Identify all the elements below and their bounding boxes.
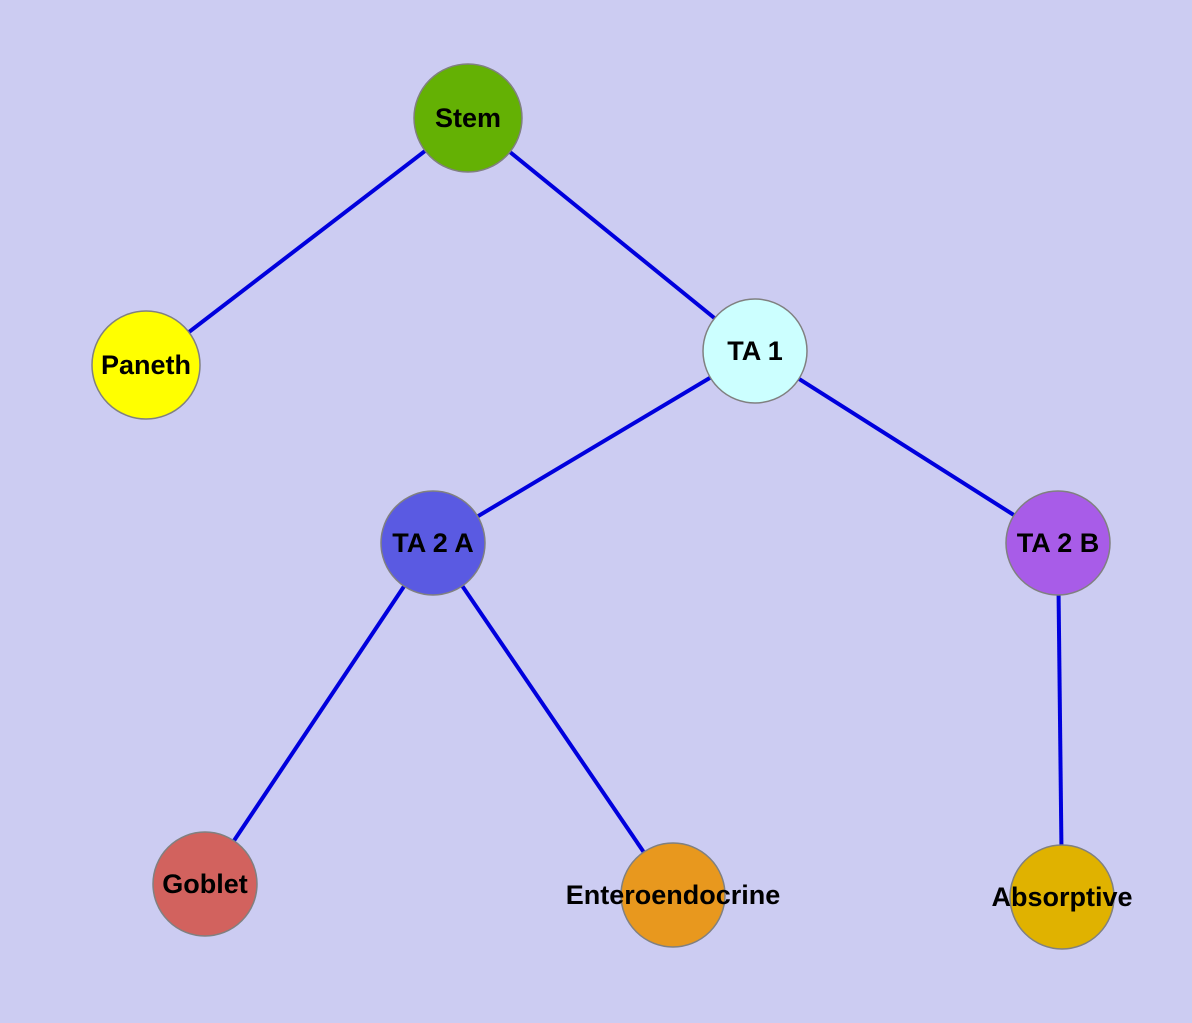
edge-ta1-to-ta2b bbox=[753, 349, 1060, 545]
node-ta2a[interactable]: TA 2 A bbox=[380, 490, 486, 596]
edge-ta2a-to-goblet bbox=[203, 541, 435, 886]
edge-ta2b-to-absorptive bbox=[1056, 542, 1064, 898]
edge-stem-to-paneth bbox=[144, 116, 470, 367]
node-circle-stem[interactable] bbox=[413, 63, 523, 173]
node-goblet[interactable]: Goblet bbox=[152, 831, 258, 937]
node-ta2b[interactable]: TA 2 B bbox=[1005, 490, 1111, 596]
node-circle-ta2b[interactable] bbox=[1005, 490, 1111, 596]
edge-ta1-to-ta2a bbox=[431, 349, 757, 545]
node-circle-goblet[interactable] bbox=[152, 831, 258, 937]
node-stem[interactable]: Stem bbox=[413, 63, 523, 173]
node-circle-paneth[interactable] bbox=[91, 310, 201, 420]
node-paneth[interactable]: Paneth bbox=[91, 310, 201, 420]
node-circle-absorptive[interactable] bbox=[1009, 844, 1115, 950]
edge-stem-to-ta1 bbox=[466, 116, 757, 353]
node-ta1[interactable]: TA 1 bbox=[702, 298, 808, 404]
edge-ta2a-to-enteroendocrine bbox=[431, 541, 675, 897]
node-circle-ta2a[interactable] bbox=[380, 490, 486, 596]
node-circle-enteroendocrine[interactable] bbox=[620, 842, 726, 948]
node-circle-ta1[interactable] bbox=[702, 298, 808, 404]
